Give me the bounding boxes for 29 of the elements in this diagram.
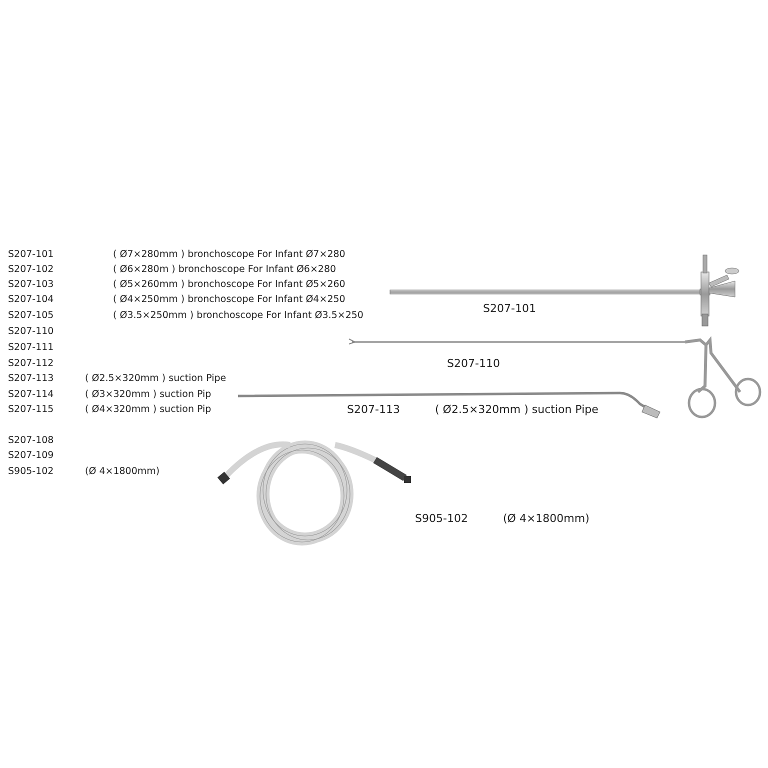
item-code: S905-102 <box>8 466 54 478</box>
item-code: S207-109 <box>8 450 54 462</box>
item-code: S207-111 <box>8 342 54 354</box>
item-code: S207-114 <box>8 389 54 401</box>
item-code: S207-101 <box>483 303 536 315</box>
item-code: S207-102 <box>8 264 54 276</box>
item-code: S207-115 <box>8 404 54 416</box>
item-code: S207-110 <box>447 358 500 370</box>
item-code: S207-110 <box>8 326 54 338</box>
item-description: (Ø 4×1800mm) <box>85 466 160 478</box>
item-description: ( Ø4×250mm ) bronchoscope For Infant Ø4×250 <box>113 294 346 306</box>
item-description: ( Ø4×320mm ) suction Pip <box>85 404 212 416</box>
item-description: ( Ø2.5×320mm ) suction Pipe <box>85 373 226 385</box>
item-code: S207-113 <box>347 404 400 416</box>
item-description: ( Ø6×280m ) bronchoscope For Infant Ø6×280 <box>113 264 336 276</box>
item-code: S905-102 <box>415 513 468 525</box>
item-code: S207-113 <box>8 373 54 385</box>
item-code: S207-108 <box>8 435 54 447</box>
item-description: ( Ø3×320mm ) suction Pip <box>85 389 212 401</box>
item-description: ( Ø3.5×250mm ) bronchoscope For Infant Ø3.5×250 <box>113 310 364 322</box>
item-description: ( Ø5×260mm ) bronchoscope For Infant Ø5×260 <box>113 279 346 291</box>
item-code: S207-101 <box>8 249 54 261</box>
item-description: (Ø 4×1800mm) <box>503 513 590 525</box>
item-description: ( Ø7×280mm ) bronchoscope For Infant Ø7×280 <box>113 249 346 261</box>
item-code: S207-112 <box>8 358 54 370</box>
item-code: S207-104 <box>8 294 54 306</box>
item-code: S207-105 <box>8 310 54 322</box>
item-description: ( Ø2.5×320mm ) suction Pipe <box>435 404 598 416</box>
item-code: S207-103 <box>8 279 54 291</box>
